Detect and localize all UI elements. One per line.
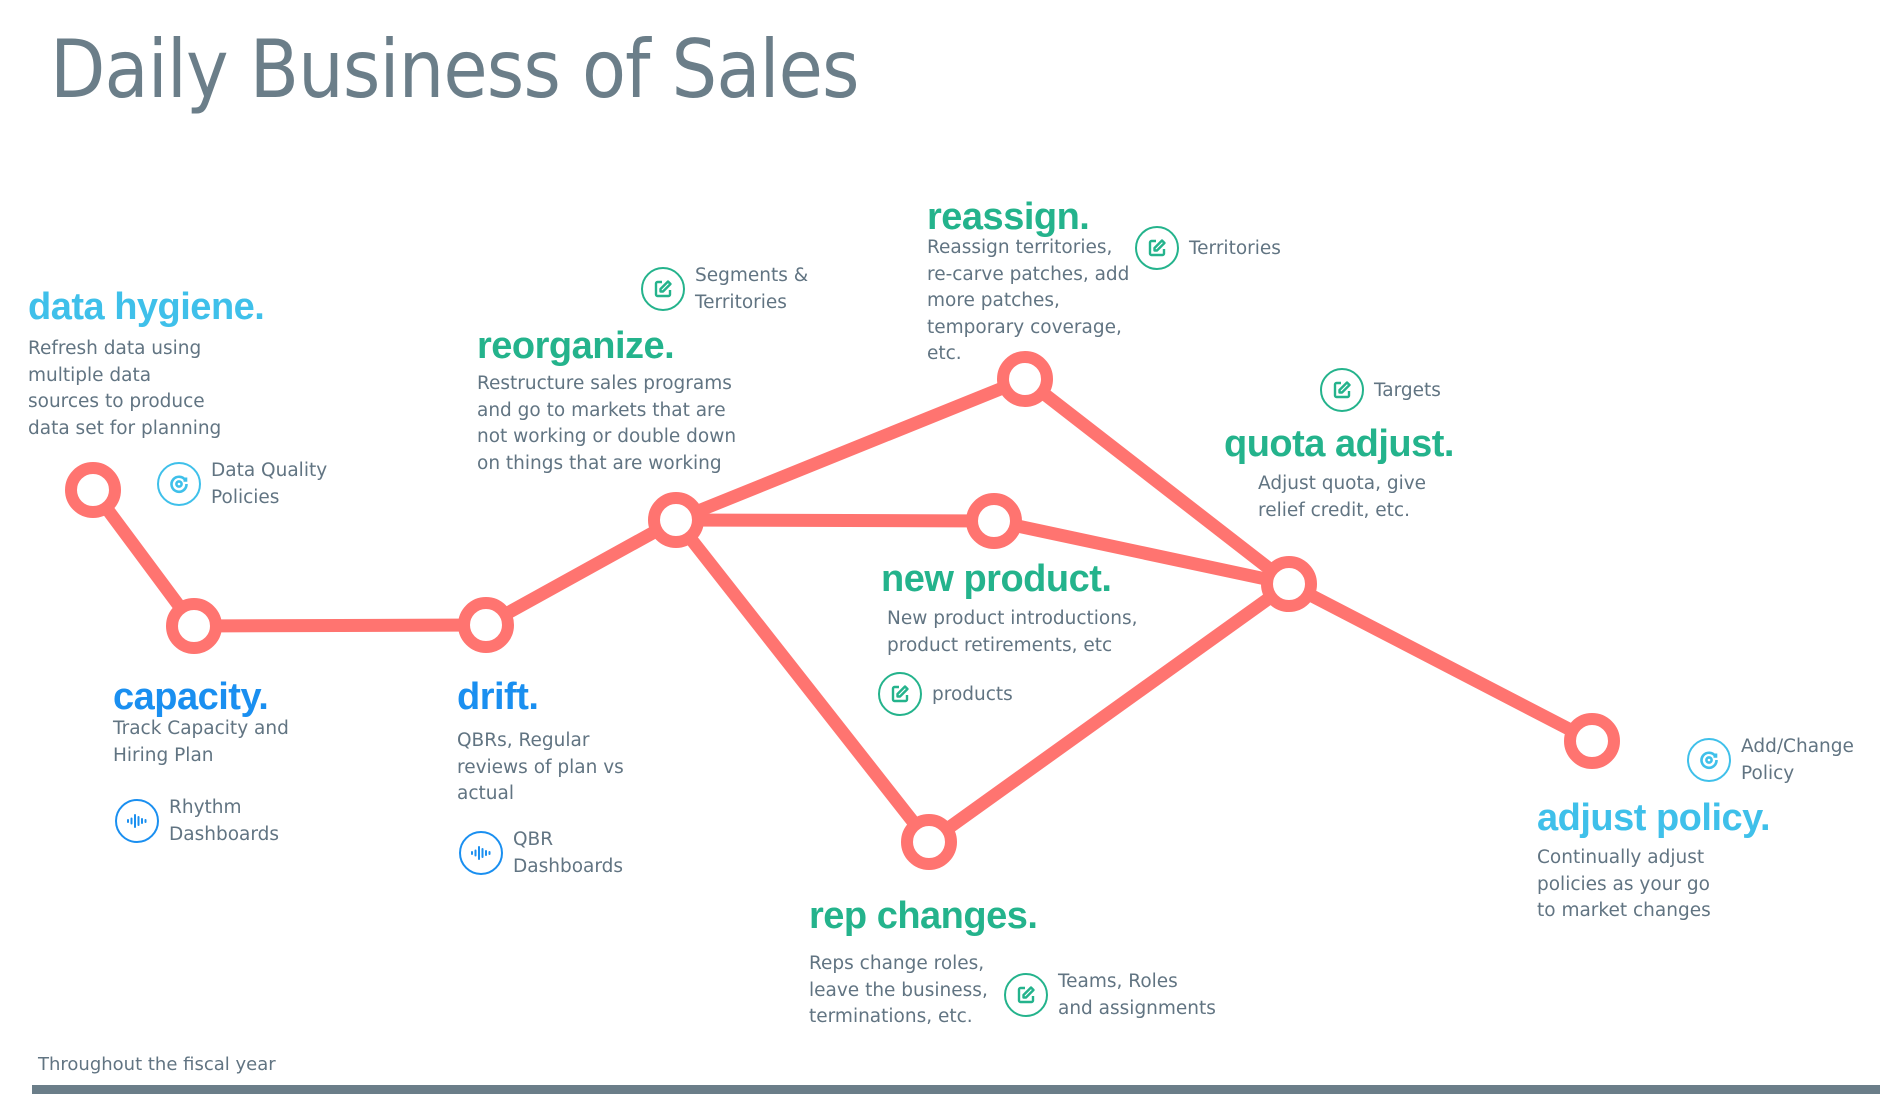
stage-heading-drift: drift. — [457, 676, 539, 718]
node-data-hygiene — [65, 462, 121, 518]
tool-qbr-dashboards[interactable]: QBR Dashboards — [459, 826, 623, 880]
refresh-target-icon — [157, 462, 201, 506]
refresh-target-icon — [1687, 738, 1731, 782]
edge-new-product-to-quota-adjust — [987, 514, 1296, 591]
edge-capacity-to-drift — [187, 618, 493, 633]
tool-products[interactable]: products — [878, 672, 1013, 716]
edge-reorganize-to-new-product — [669, 513, 1001, 528]
edge-rep-changes-to-quota-adjust — [922, 577, 1296, 849]
waveform-icon — [459, 831, 503, 875]
node-capacity — [166, 598, 222, 654]
tool-data-quality-policies[interactable]: Data Quality Policies — [157, 457, 327, 511]
node-adjust-policy — [1564, 713, 1620, 769]
node-quota-adjust — [1261, 556, 1317, 612]
edge-quota-adjust-to-adjust-policy — [1282, 577, 1599, 748]
stage-description-capacity: Track Capacity and Hiring Plan — [113, 718, 289, 766]
timeline-label: Throughout the fiscal year — [38, 1054, 276, 1075]
stage-description-data-hygiene: Refresh data using multiple data sources… — [28, 338, 222, 439]
node-rep-changes — [901, 814, 957, 870]
tool-label: Teams, Roles and assignments — [1058, 971, 1216, 1019]
node-drift — [458, 597, 514, 653]
page-title: Daily Business of Sales — [50, 23, 860, 116]
edit-icon — [878, 672, 922, 716]
stage-description-rep-changes: Reps change roles, leave the business, t… — [809, 953, 988, 1027]
edit-icon — [1135, 226, 1179, 270]
node-reassign — [997, 351, 1053, 407]
stage-description-quota-adjust: Adjust quota, give relief credit, etc. — [1258, 473, 1427, 521]
stage-description-reorganize: Restructure sales programs and go to mar… — [477, 373, 737, 474]
tool-label: Data Quality Policies — [211, 460, 328, 508]
stage-heading-quota-adjust: quota adjust. — [1224, 423, 1454, 465]
stage-heading-new-product: new product. — [881, 558, 1112, 600]
stage-heading-reassign: reassign. — [927, 196, 1090, 238]
waveform-icon — [115, 799, 159, 843]
edge-data-hygiene-to-capacity — [86, 483, 201, 633]
node-reorganize — [648, 492, 704, 548]
tool-label: Territories — [1189, 237, 1281, 259]
stage-description-new-product: New product introductions, product retir… — [887, 608, 1138, 656]
stage-description-drift: QBRs, Regular reviews of plan vs actual — [457, 730, 624, 804]
stage-description-adjust-policy: Continually adjust policies as your go t… — [1537, 847, 1711, 921]
tool-add-change-policy[interactable]: Add/Change Policy — [1687, 733, 1854, 787]
tool-targets[interactable]: Targets — [1320, 368, 1441, 412]
stage-heading-data-hygiene: data hygiene. — [28, 286, 265, 328]
edit-icon — [641, 267, 685, 311]
tool-label: Segments & Territories — [695, 265, 809, 313]
edge-reorganize-to-reassign — [669, 372, 1032, 527]
node-new-product — [966, 493, 1022, 549]
tool-label: Rhythm Dashboards — [169, 797, 280, 845]
edge-reorganize-to-rep-changes — [669, 513, 936, 849]
tool-territories[interactable]: Territories — [1135, 226, 1281, 270]
edge-reassign-to-quota-adjust — [1018, 372, 1296, 591]
tool-label: products — [932, 683, 1013, 705]
stage-heading-capacity: capacity. — [113, 676, 269, 718]
tool-rhythm-dashboards[interactable]: Rhythm Dashboards — [115, 794, 279, 848]
tool-segments-territories[interactable]: Segments & Territories — [641, 262, 808, 316]
stage-heading-adjust-policy: adjust policy. — [1537, 797, 1771, 839]
edit-icon — [1004, 973, 1048, 1017]
tool-label: Targets — [1374, 379, 1441, 401]
tool-teams-roles-assignments[interactable]: Teams, Roles and assignments — [1004, 968, 1216, 1022]
timeline-bar — [32, 1085, 1880, 1094]
edit-icon — [1320, 368, 1364, 412]
stage-heading-rep-changes: rep changes. — [809, 895, 1038, 937]
edge-drift-to-reorganize — [479, 513, 683, 632]
stage-heading-reorganize: reorganize. — [477, 325, 675, 367]
tool-label: QBR Dashboards — [513, 829, 624, 877]
tool-label: Add/Change Policy — [1741, 736, 1854, 784]
stage-description-reassign: Reassign territories, re-carve patches, … — [927, 237, 1130, 364]
